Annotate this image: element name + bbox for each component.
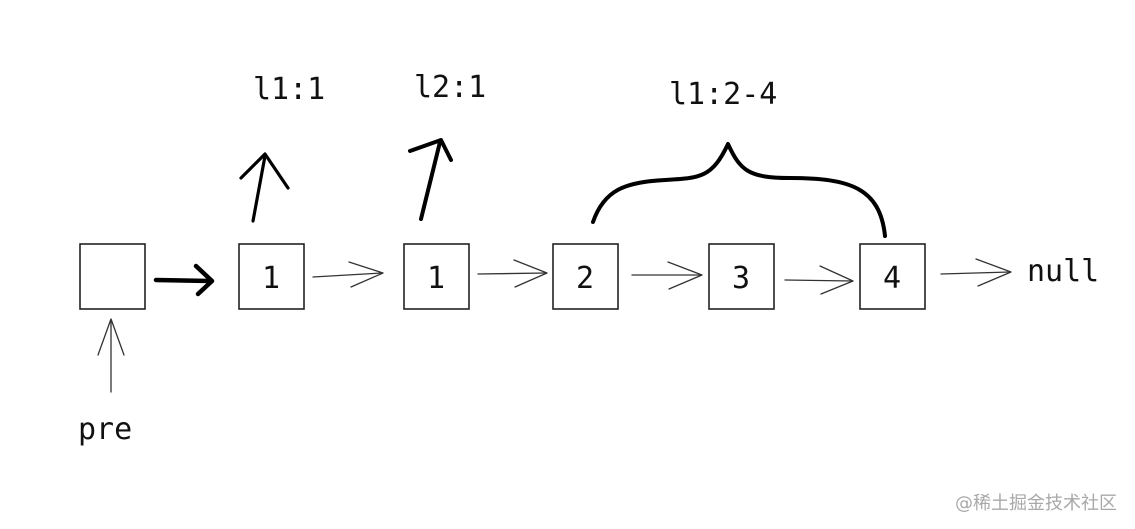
label-l1-rest: l1:2-4 [669,77,777,112]
next-arrow-icon [940,258,1012,287]
watermark: @稀土掘金技术社区 [955,493,1117,514]
next-arrow-icon [784,265,854,295]
node-4: 3 [708,243,775,310]
node-5-value: 4 [883,261,901,296]
label-pre: pre [78,412,132,447]
node-5: 4 [859,243,926,310]
next-arrow-icon [312,261,384,288]
node-3: 2 [552,243,619,310]
pointer-arrow-icon [408,138,453,221]
node-1: 1 [238,243,305,310]
node-4-value: 3 [732,261,750,296]
up-arrow-icon [97,318,125,393]
label-l2-first: l2:1 [414,70,486,105]
node-head [79,243,146,310]
label-null: null [1027,254,1099,289]
next-arrow-icon [477,259,548,288]
next-arrow-icon [631,261,703,290]
thick-arrow-icon [153,263,215,297]
node-3-value: 2 [576,261,594,296]
pointer-arrow-icon [239,152,290,223]
node-2-value: 1 [427,261,445,296]
node-1-value: 1 [262,261,280,296]
node-2: 1 [403,243,470,310]
label-l1-first: l1:1 [253,72,325,107]
curly-brace-icon [591,142,887,238]
